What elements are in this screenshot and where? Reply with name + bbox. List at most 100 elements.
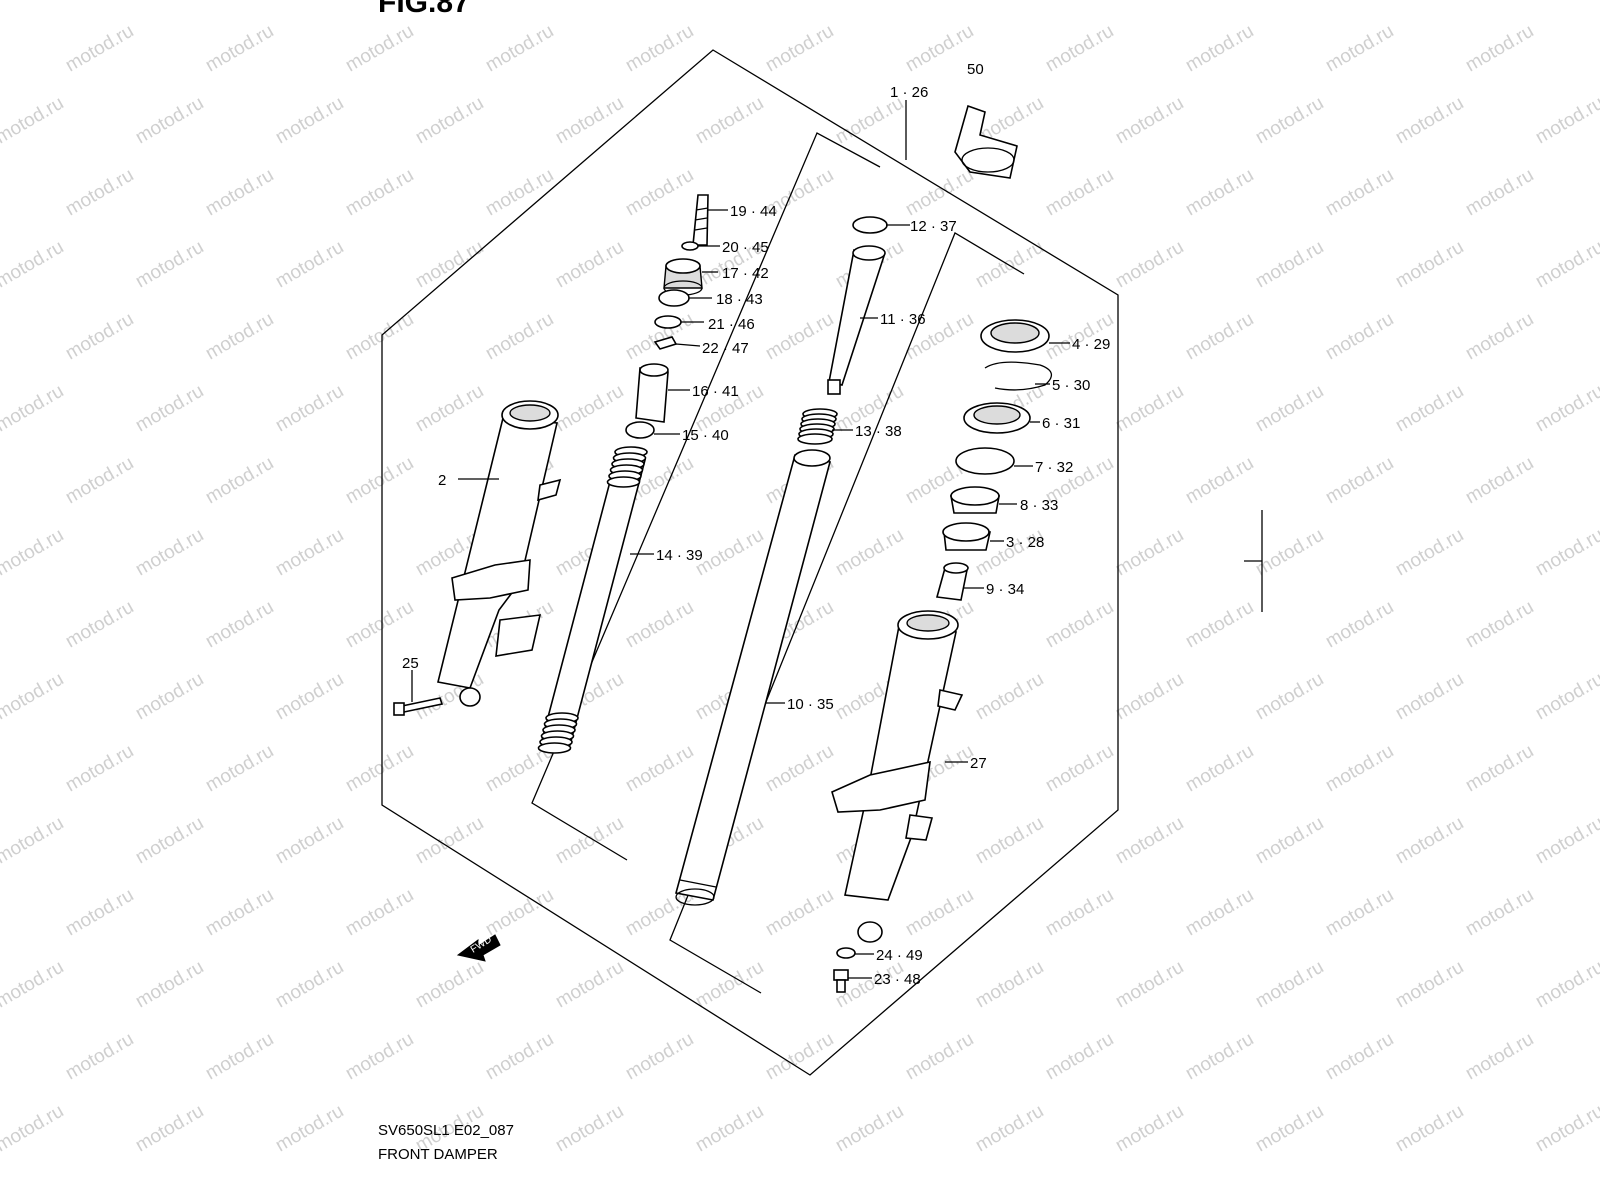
watermark-text: motod.ru — [692, 93, 767, 149]
watermark-text: motod.ru — [762, 309, 837, 365]
watermark-text: motod.ru — [0, 957, 67, 1013]
watermark-text: motod.ru — [62, 1029, 137, 1085]
watermark-text: motod.ru — [62, 165, 137, 221]
watermark-text: motod.ru — [972, 957, 1047, 1013]
watermark-text: motod.ru — [1112, 237, 1187, 293]
watermark-text: motod.ru — [552, 0, 627, 4]
watermark-text: motod.ru — [972, 669, 1047, 725]
watermark-text: motod.ru — [832, 525, 907, 581]
watermark-text: motod.ru — [0, 0, 67, 4]
watermark-text: motod.ru — [1112, 381, 1187, 437]
watermark-text: motod.ru — [132, 957, 207, 1013]
callout-8: 8 · 33 — [1020, 497, 1058, 514]
watermark-text: motod.ru — [1252, 525, 1327, 581]
watermark-text: motod.ru — [272, 669, 347, 725]
watermark-text: motod.ru — [0, 669, 67, 725]
watermark-text: motod.ru — [762, 21, 837, 77]
callout-11: 11 · 36 — [880, 311, 926, 328]
callout-1: 1 · 26 — [890, 84, 928, 101]
watermark-text: motod.ru — [552, 93, 627, 149]
watermark-text: motod.ru — [1462, 741, 1537, 797]
part-18-o-ring — [658, 289, 690, 307]
watermark-text: motod.ru — [1392, 381, 1467, 437]
watermark-text: motod.ru — [132, 525, 207, 581]
watermark-text: motod.ru — [692, 0, 767, 4]
watermark-text: motod.ru — [1182, 1029, 1257, 1085]
watermark-text: motod.ru — [1532, 813, 1600, 869]
watermark-text: motod.ru — [1182, 597, 1257, 653]
watermark-text: motod.ru — [1462, 885, 1537, 941]
watermark-text: motod.ru — [482, 885, 557, 941]
watermark-text: motod.ru — [1532, 93, 1600, 149]
watermark-text: motod.ru — [342, 165, 417, 221]
part-3-slide-metal — [942, 522, 991, 551]
watermark-text: motod.ru — [692, 525, 767, 581]
watermark-text: motod.ru — [552, 957, 627, 1013]
watermark-text: motod.ru — [692, 1101, 767, 1157]
watermark-text: motod.ru — [1042, 885, 1117, 941]
watermark-text: motod.ru — [272, 1101, 347, 1157]
watermark-text: motod.ru — [62, 21, 137, 77]
watermark-text: motod.ru — [482, 21, 557, 77]
callout-9: 9 · 34 — [986, 581, 1024, 598]
part-14-fork-spring — [537, 446, 648, 754]
watermark-text: motod.ru — [1322, 21, 1397, 77]
watermark-text: motod.ru — [1462, 453, 1537, 509]
watermark-text: motod.ru — [1182, 309, 1257, 365]
watermark-text: motod.ru — [1532, 237, 1600, 293]
watermark-text: motod.ru — [902, 165, 977, 221]
watermark-text: motod.ru — [1112, 1101, 1187, 1157]
part-13-rebound-spring — [797, 408, 838, 445]
watermark-text: motod.ru — [552, 381, 627, 437]
part-9-oil-lock-piece — [935, 562, 969, 601]
callout-16: 16 · 41 — [692, 383, 739, 400]
watermark-text: motod.ru — [1182, 741, 1257, 797]
watermark-text: motod.ru — [132, 381, 207, 437]
callout-25: 25 — [402, 655, 419, 672]
callout-50: 50 — [967, 61, 984, 78]
watermark-text: motod.ru — [342, 597, 417, 653]
part-27-outer-tube-right — [831, 610, 964, 943]
watermark-text: motod.ru — [412, 813, 487, 869]
callout-labels: 50 1 · 26 12 · 37 19 · 44 20 · 45 17 · 4… — [402, 61, 1110, 988]
watermark-text: motod.ru — [552, 1101, 627, 1157]
watermark-text: motod.ru — [202, 309, 277, 365]
watermark-text: motod.ru — [342, 309, 417, 365]
watermark-text: motod.ru — [1462, 597, 1537, 653]
watermark-text: motod.ru — [1392, 813, 1467, 869]
part-2-outer-tube-left — [437, 400, 562, 707]
callout-19: 19 · 44 — [730, 203, 777, 220]
part-24-washer — [836, 947, 856, 959]
watermark-text: motod.ru — [272, 813, 347, 869]
spring-coil — [537, 742, 572, 754]
watermark-text: motod.ru — [272, 0, 347, 4]
watermark-text: motod.ru — [1112, 813, 1187, 869]
watermark-text: motod.ru — [342, 885, 417, 941]
watermark-text: motod.ru — [1532, 525, 1600, 581]
watermark-text: motod.ru — [832, 1101, 907, 1157]
callout-12: 12 · 37 — [910, 218, 957, 235]
watermark-text: motod.ru — [1112, 0, 1187, 4]
diagram-title: FRONT DAMPER — [378, 1146, 498, 1163]
part-20-o-ring — [681, 241, 699, 251]
watermark-text: motod.ru — [272, 957, 347, 1013]
watermark-text: motod.ru — [1532, 1101, 1600, 1157]
watermark-text: motod.ru — [1182, 885, 1257, 941]
watermark-text: motod.ru — [1532, 669, 1600, 725]
watermark-text: motod.ru — [1322, 1029, 1397, 1085]
part-11-damper-cylinder — [827, 245, 886, 395]
watermark-text: motod.ru — [412, 93, 487, 149]
watermark-text: motod.ru — [622, 597, 697, 653]
watermark-text: motod.ru — [1252, 1101, 1327, 1157]
watermark-text: motod.ru — [1042, 741, 1117, 797]
assembly-frame — [381, 49, 1119, 1076]
watermark-text: motod.ru — [1182, 453, 1257, 509]
watermark-text: motod.ru — [1392, 1101, 1467, 1157]
watermark-text: motod.ru — [1532, 957, 1600, 1013]
watermark-text: motod.ru — [1322, 885, 1397, 941]
watermark-text: motod.ru — [342, 21, 417, 77]
callout-17: 17 · 42 — [722, 265, 769, 282]
callout-21: 21 · 46 — [708, 316, 755, 333]
watermark-text: motod.ru — [1042, 21, 1117, 77]
